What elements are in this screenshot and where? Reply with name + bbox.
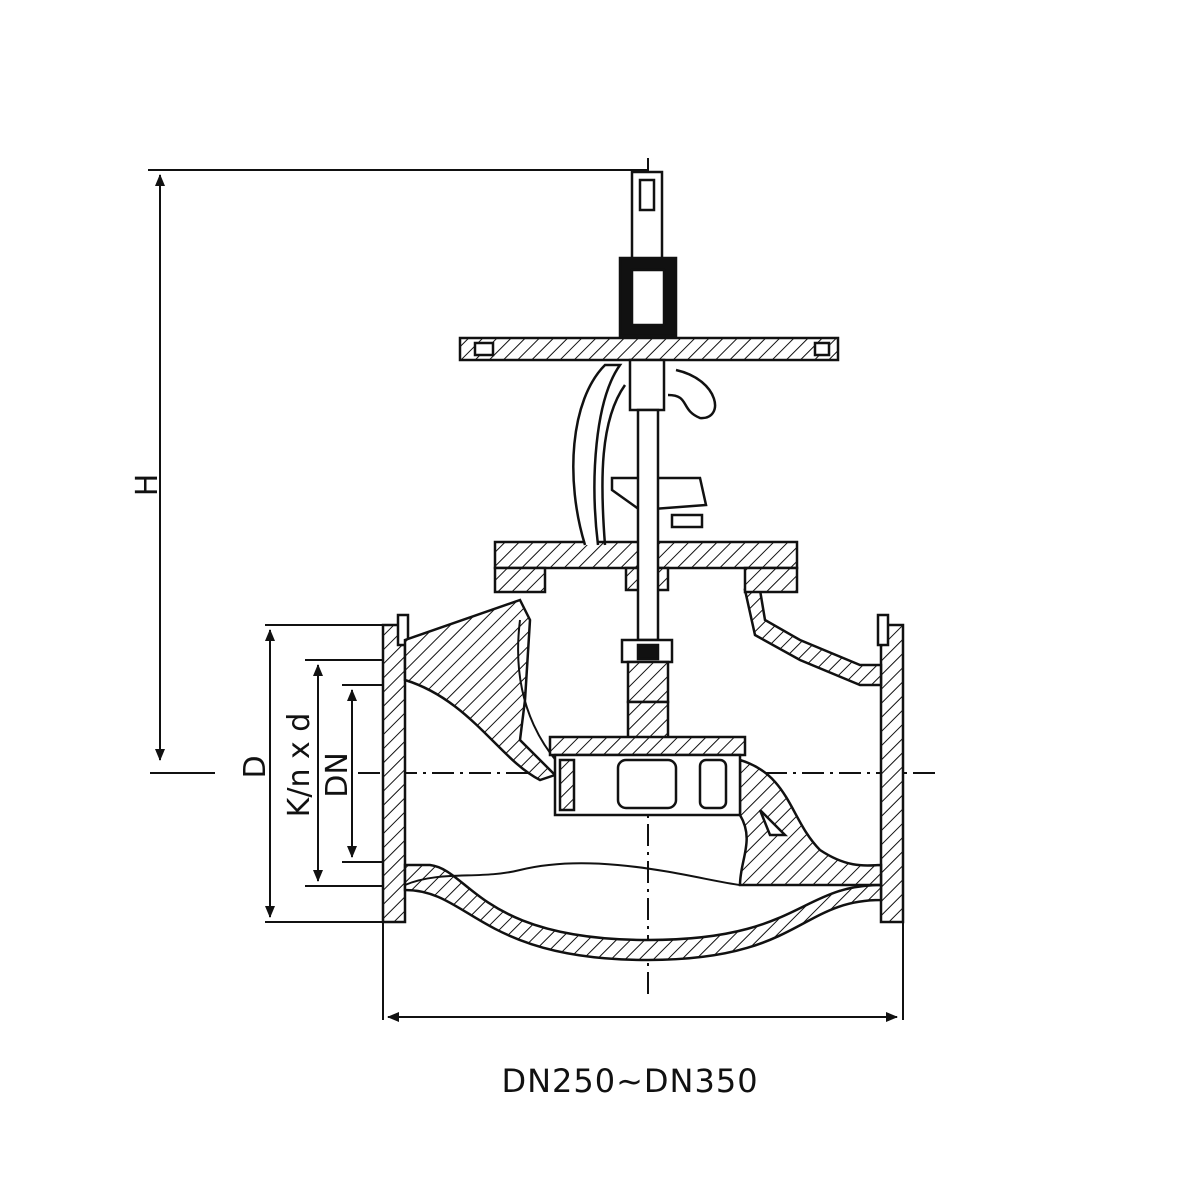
size-range-caption: DN250~DN350 (501, 1062, 758, 1100)
bolt-circle-label: K/n x d (282, 713, 317, 818)
nominal-bore-label: DN (320, 752, 355, 798)
flange-diameter-label: D (238, 755, 273, 778)
dimension-labels: H D K/n x d DN DN250~DN350 (130, 474, 758, 1100)
height-label: H (130, 474, 165, 497)
valve-body (381, 170, 905, 962)
